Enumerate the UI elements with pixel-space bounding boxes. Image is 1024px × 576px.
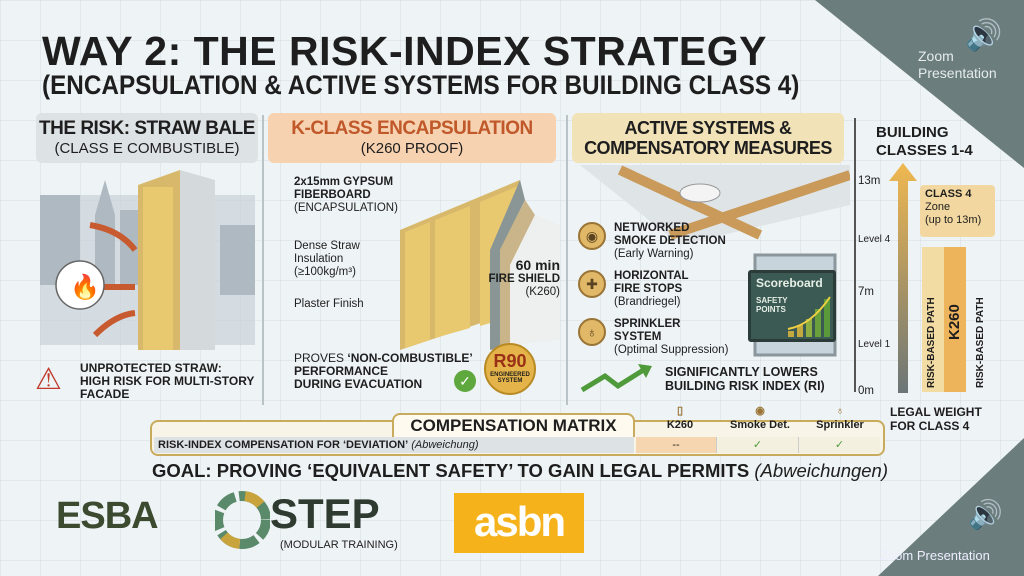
encap-subtitle: (K260 PROOF) (360, 140, 464, 157)
risk-subtitle: (CLASS E COMBUSTIBLE) (54, 140, 240, 157)
risk-path-label-left: RISK-BASED PATH (926, 297, 937, 388)
presentation-label: Presentation (918, 65, 997, 81)
matrix-values: -- ✓ ✓ (636, 437, 880, 453)
tick-7m: 7m (858, 286, 874, 298)
sprinkler-icon: ♁ (835, 405, 845, 417)
active-title-2: COMPENSATORY MEASURES (584, 138, 832, 158)
matrix-value-k260: -- (636, 437, 716, 453)
zoom-label: Zoom (918, 48, 954, 64)
encapsulated-wall-illustration (400, 180, 560, 350)
step-logo-icon (215, 491, 270, 549)
smoke-detector-icon: ◉ (578, 222, 606, 250)
matrix-value-smoke: ✓ (716, 437, 798, 453)
door-icon: ▯ (676, 405, 684, 417)
page-subtitle: (ENCAPSULATION & ACTIVE SYSTEMS FOR BUIL… (42, 70, 800, 100)
speaker-icon[interactable]: 🔊 (968, 499, 1003, 530)
k260-bar-label: K260 (946, 304, 963, 340)
encap-header: K-CLASS ENCAPSULATION (K260 PROOF) (268, 113, 556, 163)
step-subtitle: (MODULAR TRAINING) (280, 539, 398, 551)
check-icon: ✓ (454, 370, 476, 392)
matrix-columns: ▯ K260 ◉ Smoke Det. ♁ Sprinkler (640, 404, 880, 432)
height-arrow-icon (889, 163, 917, 393)
matrix-title: COMPENSATION MATRIX (392, 413, 635, 437)
rising-bars-icon (787, 296, 831, 337)
risk-header: THE RISK: STRAW BALE (CLASS E COMBUSTIBL… (36, 113, 258, 163)
matrix-col-smoke: ◉ Smoke Det. (720, 404, 800, 432)
risk-title: THE RISK: STRAW BALE (39, 118, 255, 139)
risk-path-bar-left (922, 247, 944, 392)
straw-wall-illustration: 🔥 (40, 170, 255, 350)
matrix-col-sprinkler: ♁ Sprinkler (800, 404, 880, 432)
tick-level-4: Level 4 (858, 234, 891, 245)
goal-statement: GOAL: PROVING ‘EQUIVALENT SAFETY’ TO GAI… (151, 460, 889, 481)
active-title-1: ACTIVE SYSTEMS & (624, 118, 792, 138)
k260-bar (944, 247, 966, 392)
tick-13m: 13m (858, 175, 881, 187)
speaker-icon[interactable]: 🔊 (965, 19, 1003, 52)
divider (566, 115, 568, 405)
warning-icon: ⚠ (35, 363, 62, 396)
zoom-badge-bottom[interactable]: Zoom Presentation (880, 548, 990, 563)
esba-logo: ESBA (56, 495, 159, 537)
matrix-value-sprinkler: ✓ (798, 437, 880, 453)
tick-0m: 0m (858, 385, 874, 397)
tick-level-1: Level 1 (858, 339, 891, 350)
matrix-col-k260: ▯ K260 (640, 404, 720, 432)
svg-text:🔥: 🔥 (70, 273, 100, 301)
matrix-col-k260-label: K260 (666, 419, 694, 431)
risk-warning: UNPROTECTED STRAW:HIGH RISK FOR MULTI-ST… (80, 361, 255, 401)
height-axis (854, 118, 856, 392)
active-header: ACTIVE SYSTEMS & COMPENSATORY MEASURES (572, 113, 844, 163)
matrix-col-sprinkler-label: Sprinkler (816, 419, 864, 431)
trend-up-arrow-icon (580, 364, 652, 393)
sprinkler-icon: ♁ (578, 318, 606, 346)
matrix-col-smoke-label: Smoke Det. (730, 419, 790, 431)
smoke-detector-icon: ◉ (755, 405, 765, 417)
plaster-label: Plaster Finish (294, 298, 364, 310)
asbn-logo: asbn (454, 493, 584, 553)
encap-title: K-CLASS ENCAPSULATION (291, 118, 533, 139)
step-logo: STEP (270, 490, 380, 537)
risk-path-label-right: RISK-BASED PATH (975, 297, 986, 388)
matrix-row-label: RISK-INDEX COMPENSATION FOR ‘DEVIATION’ … (154, 437, 634, 453)
fire-stop-icon: ✚ (578, 270, 606, 298)
divider (262, 115, 264, 405)
page-title: WAY 2: THE RISK-INDEX STRATEGY (42, 28, 768, 74)
